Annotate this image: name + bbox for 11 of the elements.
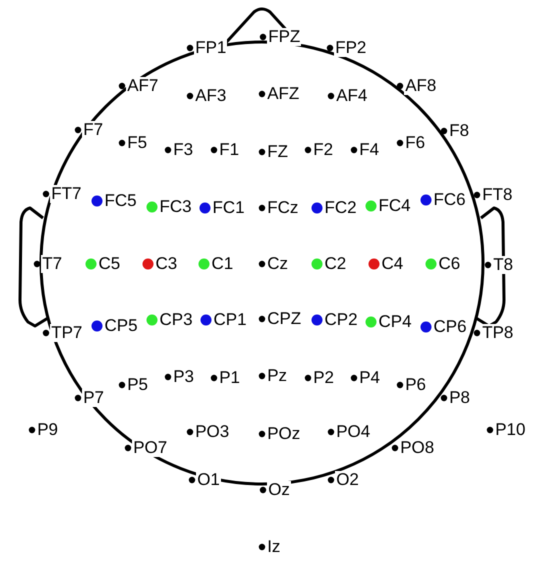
electrode-label: T7: [41, 255, 64, 273]
electrode-label: TP7: [50, 324, 84, 342]
electrode-label: FPZ: [267, 28, 302, 46]
electrode-label: FT7: [50, 185, 82, 203]
electrode-label: AF8: [404, 77, 438, 95]
electrode-label: P7: [82, 389, 105, 407]
electrode-label: F7: [82, 121, 104, 139]
electrode-label: PO7: [132, 439, 168, 457]
electrode-label: FP2: [334, 39, 368, 57]
electrode-label: FP1: [194, 39, 228, 57]
electrode-label: T8: [492, 256, 514, 274]
